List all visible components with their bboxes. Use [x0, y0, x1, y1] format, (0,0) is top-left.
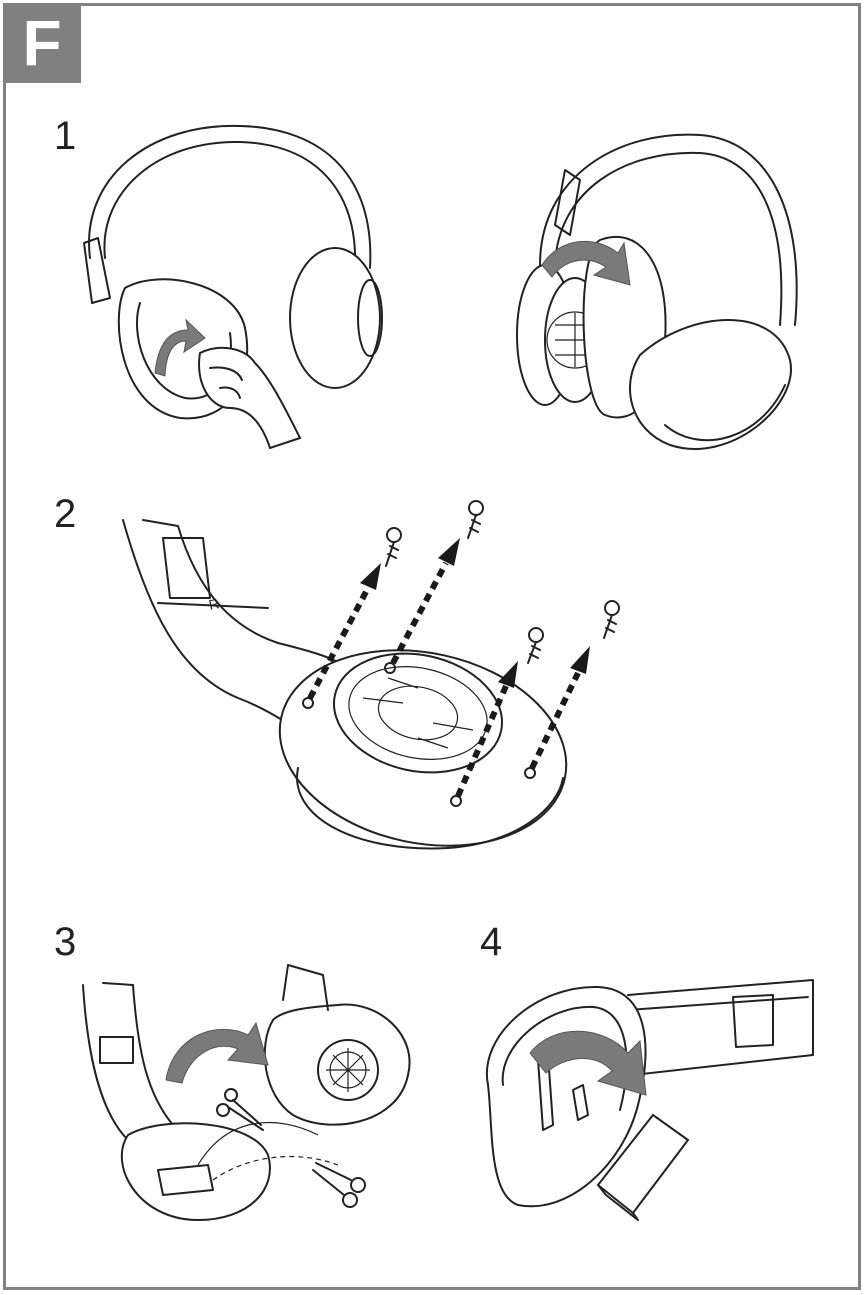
step1-headphones-right-illustration — [500, 125, 810, 475]
step-number-4: 4 — [480, 922, 502, 962]
flip-arrow-icon — [166, 1023, 268, 1083]
screw-icon — [386, 528, 401, 566]
right-side-marker: R — [207, 595, 220, 613]
screw-icon — [528, 628, 543, 663]
step4-remove-battery-illustration — [478, 975, 818, 1235]
step-number-3: 3 — [54, 922, 76, 962]
step-number-2: 2 — [54, 494, 76, 534]
step1-headphones-left-illustration — [70, 118, 410, 458]
scissors-icon — [313, 1163, 365, 1207]
screw-icon — [468, 501, 483, 538]
section-badge: F — [3, 3, 81, 83]
step3-cut-wires-illustration — [78, 965, 438, 1230]
screw-icon — [604, 601, 619, 638]
step2-earcup-screws-illustration: R — [118, 498, 638, 868]
